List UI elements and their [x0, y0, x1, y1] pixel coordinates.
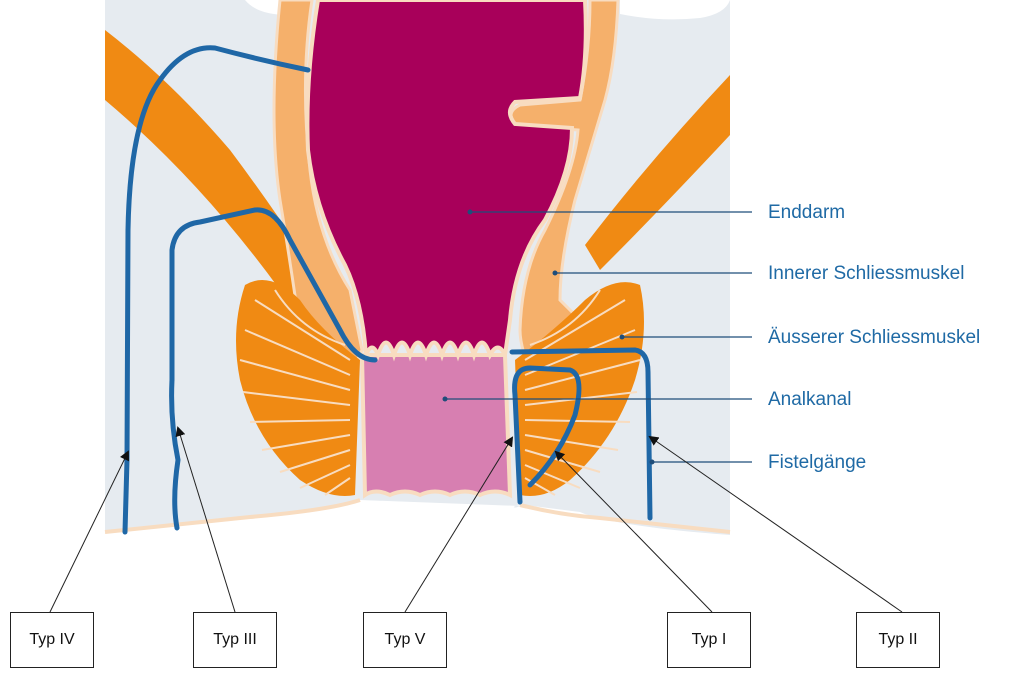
external-sphincter-left — [236, 280, 360, 496]
box-typ-iv: Typ IV — [10, 612, 94, 668]
arrow-typ-v — [404, 436, 514, 613]
arrow-typ-i — [554, 450, 713, 613]
arrow-typ-iv — [49, 450, 129, 613]
rectum-shape — [305, 0, 588, 362]
label-analkanal: Analkanal — [768, 389, 852, 410]
label-aeusserer-schliessmuskel: Äusserer Schliessmuskel — [768, 327, 981, 348]
fistula-typ-i-ii-tract — [509, 347, 653, 521]
arrow-typ-iii — [175, 426, 236, 613]
fistula-typ-iv-tract — [122, 45, 311, 535]
internal-sphincter-right — [509, 0, 620, 424]
top-white-blob-right — [620, 0, 730, 20]
arrow-typ-ii — [648, 435, 903, 613]
label-leaders — [445, 211, 752, 463]
levator-band-right — [585, 75, 730, 270]
levator-band-left — [105, 30, 345, 340]
anal-canal-shape — [359, 353, 513, 499]
box-typ-iii: Typ III — [193, 612, 277, 668]
box-typ-ii: Typ II — [856, 612, 940, 668]
box-typ-i: Typ I — [667, 612, 751, 668]
fan-stripes-left — [239, 289, 351, 496]
box-typ-v: Typ V — [363, 612, 447, 668]
type-arrows — [49, 426, 903, 613]
skin-line-left — [104, 498, 361, 534]
label-innerer-schliessmuskel: Innerer Schliessmuskel — [768, 263, 965, 284]
label-fistelgaenge: Fistelgänge — [768, 452, 867, 473]
skin-line-right — [519, 503, 731, 534]
label-dots — [442, 209, 655, 465]
fistula-typ-iii-tract — [169, 207, 378, 531]
label-enddarm: Enddarm — [768, 202, 846, 223]
